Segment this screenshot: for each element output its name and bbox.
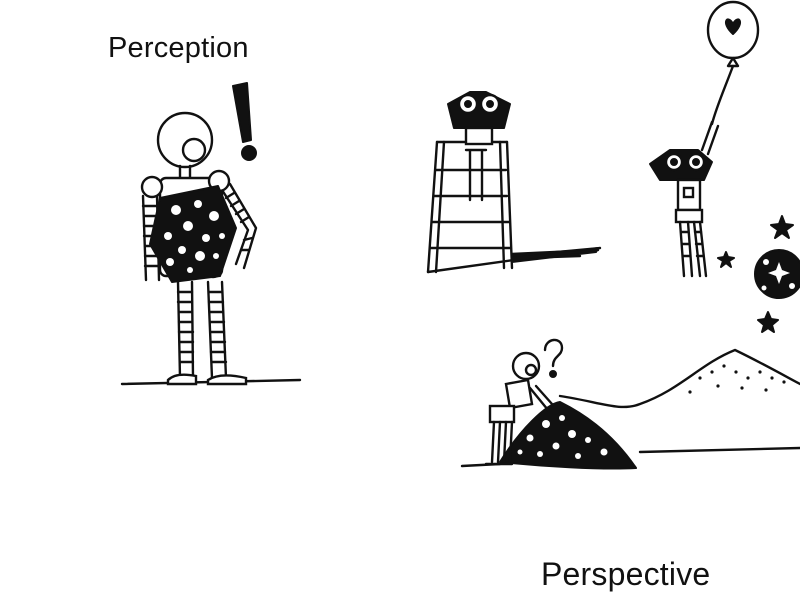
- perspective-caption: Perspective: [541, 556, 711, 592]
- planet-icon: [754, 249, 800, 299]
- mountain-dots: [688, 364, 786, 394]
- held-dark-orb: [149, 185, 237, 283]
- perception-robot: [120, 82, 302, 386]
- dark-mound: [499, 401, 637, 470]
- binocular-robot: [447, 91, 511, 146]
- star-icon: [770, 215, 794, 239]
- heart-icon: [724, 18, 742, 35]
- robot-head: [156, 111, 214, 169]
- mountain-scene: [460, 338, 800, 470]
- robot-eye: [181, 137, 207, 163]
- robot-legs: [166, 280, 248, 386]
- question-mark: [543, 338, 564, 378]
- perception-caption: Perception: [108, 32, 249, 64]
- curious-robot: [484, 351, 554, 466]
- star-icon: [717, 251, 735, 268]
- star-icon: [757, 311, 779, 333]
- robot-on-tower: [426, 91, 602, 274]
- mountain-ridge: [558, 348, 800, 409]
- balloon-robot: [649, 0, 800, 333]
- exclamation-mark: [232, 82, 257, 161]
